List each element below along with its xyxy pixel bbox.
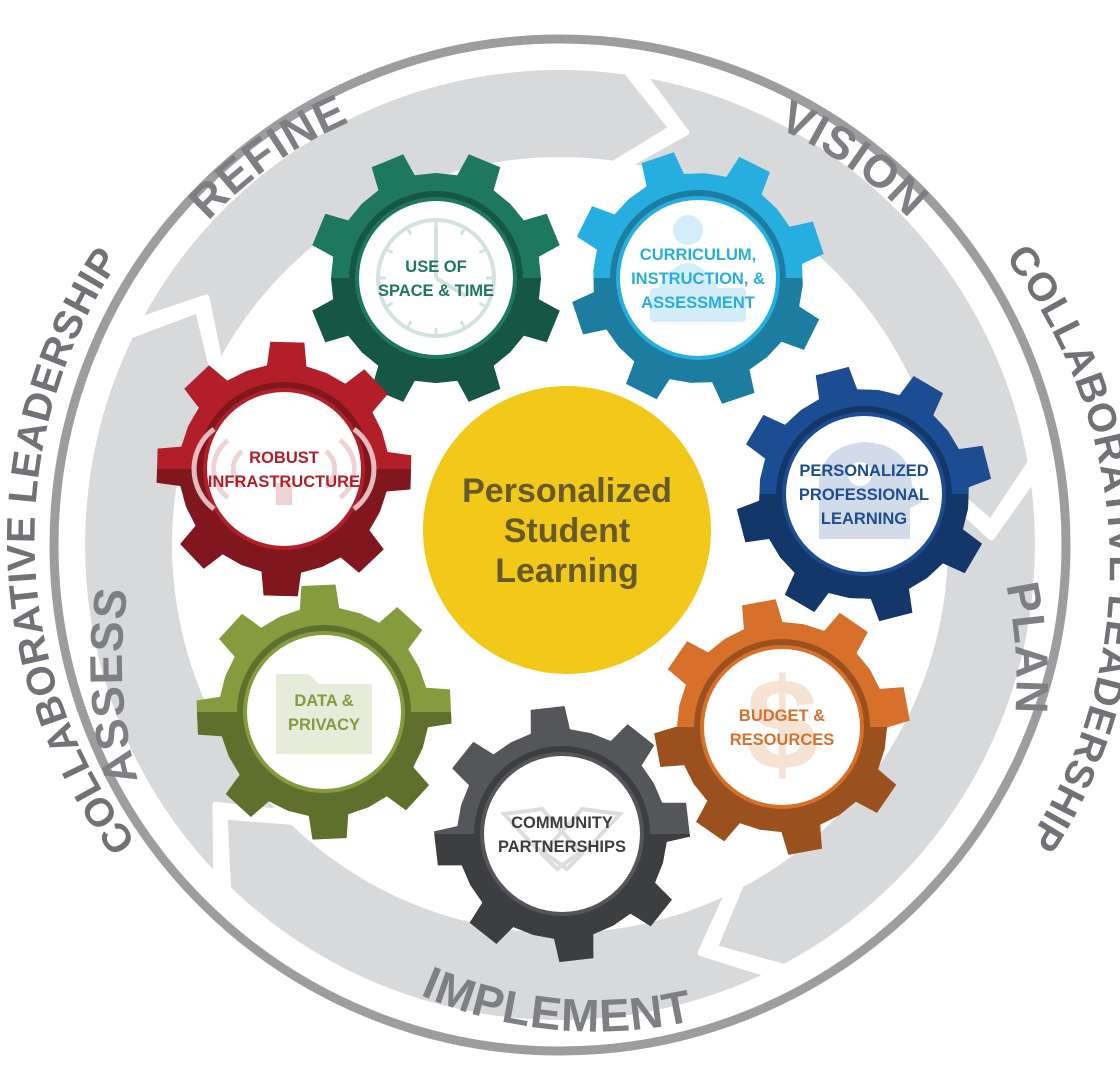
gear-face <box>207 392 361 546</box>
gear-cluster: USE OF SPACE & TIME CURRICULUM, INSTRUCTION… <box>156 152 992 962</box>
gear-label-line: PERSONALIZED <box>799 462 928 480</box>
gear-label-line: ROBUST <box>249 449 319 467</box>
gear-label-line: INSTRUCTION, & <box>631 270 765 288</box>
center-line-3: Learning <box>495 552 639 590</box>
gear-label-line: SPACE & TIME <box>378 282 494 300</box>
center-line-2: Student <box>504 512 631 550</box>
handshake-icon <box>499 806 625 872</box>
gear-label-line: BUDGET & <box>739 707 825 725</box>
folder-icon <box>276 674 372 754</box>
person-icon <box>650 215 746 322</box>
gear-data-privacy: DATA & PRIVACY <box>196 584 452 840</box>
gear-infrastructure: ROBUST INFRASTRUCTURE <box>156 341 412 597</box>
svg-text:$: $ <box>746 651 818 797</box>
cycle-arrow-4 <box>79 307 287 880</box>
phase-plan: PLAN <box>996 578 1058 716</box>
gear-label-line: DATA & <box>294 692 353 710</box>
center-line-1: Personalized <box>462 472 672 510</box>
gear-label-line: RESOURCES <box>730 731 835 749</box>
outer-ring <box>49 34 1071 1056</box>
gear-budget: $BUDGET & RESOURCES <box>654 599 910 855</box>
gear-face <box>704 649 860 805</box>
dollar-icon: $ <box>746 651 818 797</box>
clock-icon <box>376 218 496 338</box>
gear-label-line: PROFESSIONAL <box>799 486 929 504</box>
gear-professional: PERSONALIZED PROFESSIONAL LEARNING <box>736 366 992 622</box>
gear-label-line: CURRICULUM, <box>640 246 756 264</box>
gear-label-line: PARTNERSHIPS <box>498 838 626 856</box>
gear-label-line: ASSESSMENT <box>641 294 755 312</box>
center-circle <box>423 386 711 674</box>
gear-label-line: INFRASTRUCTURE <box>208 473 360 491</box>
gears-head-icon <box>818 442 922 539</box>
gear-space-time: USE OF SPACE & TIME <box>312 154 560 402</box>
gear-label-line: LEARNING <box>821 510 907 528</box>
gear-label-line: COMMUNITY <box>511 814 613 832</box>
center-hub: Personalized Student Learning <box>423 386 711 674</box>
gear-label-line: PRIVACY <box>288 716 360 734</box>
cycle-arrow-5 <box>135 64 675 368</box>
signal-icon <box>191 427 377 511</box>
cycle-arrow-2 <box>711 475 1041 970</box>
gear-community: COMMUNITY PARTNERSHIPS <box>434 706 690 962</box>
gear-label-line: USE OF <box>405 258 466 276</box>
